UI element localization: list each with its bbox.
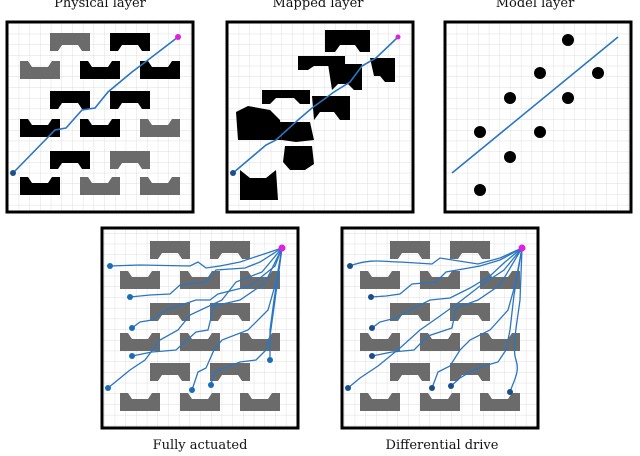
planned-path (12, 36, 179, 174)
caption-differential-drive: Differential drive (385, 438, 499, 453)
panel-physical-layer (5, 20, 195, 214)
obstacles (236, 30, 395, 200)
panel-differential-drive (340, 226, 540, 430)
caption-fully-actuated: Fully actuated (152, 438, 248, 453)
trajectories (347, 247, 523, 393)
title-model-layer: Model layer (495, 0, 575, 11)
panel-fully-actuated (100, 226, 300, 430)
planned-path (451, 36, 619, 174)
panel-frame (5, 20, 195, 214)
trajectories (107, 247, 283, 391)
panel-mapped-layer (225, 20, 415, 214)
goal-marker (395, 34, 401, 40)
panel-model-layer (443, 20, 633, 214)
title-physical-layer: Physical layer (54, 0, 146, 11)
goal-marker (175, 34, 181, 40)
goal-marker (518, 244, 526, 252)
planned-path (232, 36, 399, 174)
panel-frame (443, 20, 633, 214)
title-mapped-layer: Mapped layer (272, 0, 364, 11)
start-marker (230, 170, 236, 176)
goal-marker (278, 244, 286, 252)
start-markers (345, 263, 513, 395)
obstacles (474, 34, 604, 196)
start-marker (10, 170, 16, 176)
start-markers (105, 263, 273, 393)
